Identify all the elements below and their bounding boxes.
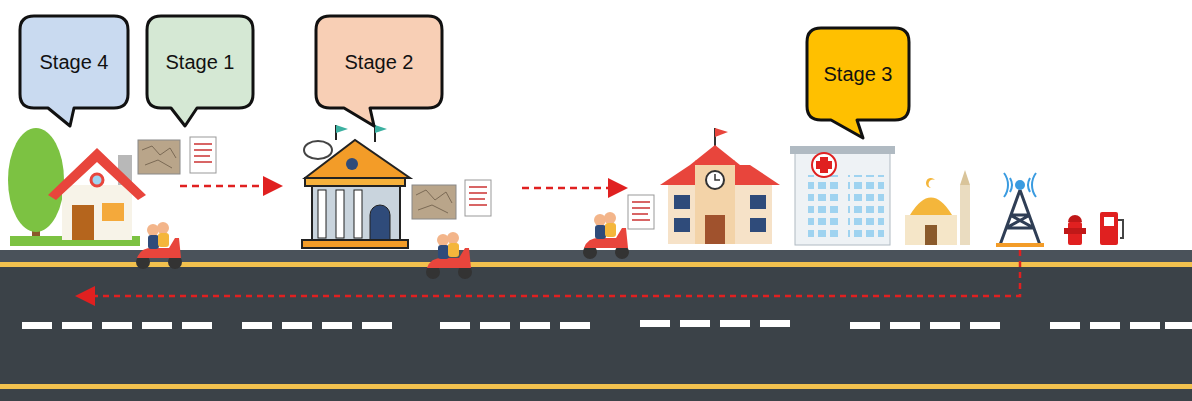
callout-bubble: Stage 2 — [314, 14, 444, 130]
scooter-riders-icon — [426, 232, 472, 279]
fuel-pump-icon — [1100, 212, 1123, 245]
mosque-icon — [905, 170, 970, 245]
antenna-tower-icon — [996, 173, 1044, 247]
callout-bubble: Stage 4 — [18, 14, 130, 130]
callout-bubble: Stage 1 — [145, 14, 255, 130]
scooter-riders-icon — [136, 222, 182, 269]
dashed-arrow — [522, 187, 623, 190]
stage-label: Stage 3 — [805, 63, 911, 86]
documents-icon — [412, 180, 491, 219]
house-icon — [8, 128, 146, 246]
dashed-return-arrow — [80, 250, 1020, 296]
stage-label: Stage 1 — [145, 51, 255, 74]
government-building-icon — [302, 125, 410, 248]
school-icon — [660, 128, 780, 244]
stage-label: Stage 4 — [18, 51, 130, 74]
stage-label: Stage 2 — [314, 51, 444, 74]
scooter-riders-icon — [583, 212, 629, 259]
document-icon — [628, 195, 654, 229]
hydrant-icon — [1064, 215, 1086, 245]
road — [0, 250, 1192, 401]
hospital-icon — [790, 146, 895, 245]
documents-icon — [138, 137, 216, 174]
dashed-arrow — [180, 185, 278, 188]
callout-bubble: Stage 3 — [805, 26, 911, 142]
